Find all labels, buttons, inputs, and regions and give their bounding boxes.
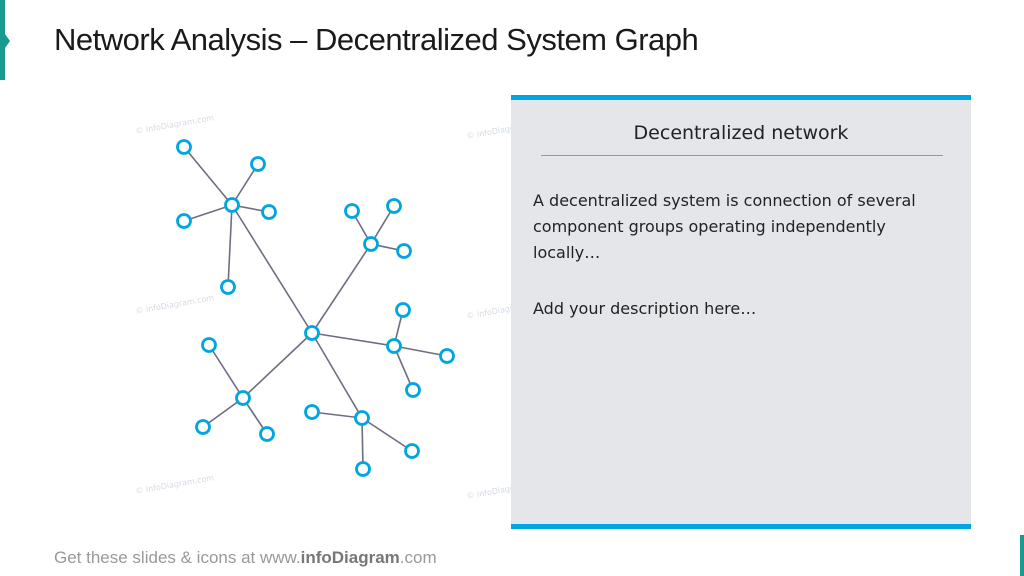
graph-edge [311,332,395,347]
graph-node [220,279,236,295]
graph-node [176,139,192,155]
graph-node [224,197,240,213]
graph-node [261,204,277,220]
panel-heading: Decentralized network [633,122,849,144]
graph-node [235,390,251,406]
title-accent-arrow [5,34,10,48]
graph-edge [242,332,313,399]
footer-suffix: .com [399,548,437,567]
panel-paragraph: Add your description here… [533,299,757,318]
graph-edge [183,146,233,206]
graph-edge [208,344,244,399]
network-graph [176,139,455,477]
page-title: Network Analysis – Decentralized System … [54,22,699,57]
graph-node [176,213,192,229]
graph-edge [393,345,448,357]
panel-paragraph: A decentralized system is connection of … [533,191,916,262]
graph-edge [361,417,413,452]
graph-node [201,337,217,353]
footer-prefix: Get these slides & icons at www. [54,548,301,567]
graph-node [386,338,402,354]
graph-edge [311,332,363,419]
graph-edge [183,204,233,222]
footer-credit[interactable]: Get these slides & icons at www.infoDiag… [54,548,437,568]
graph-node [395,302,411,318]
panel-body: A decentralized system is connection of … [533,188,953,352]
graph-node [250,156,266,172]
graph-node [405,382,421,398]
graph-node [404,443,420,459]
graph-edge [311,243,372,334]
footer-brand: infoDiagram [300,548,400,567]
panel-divider [541,155,943,156]
graph-node [259,426,275,442]
graph-edge [231,204,313,334]
graph-node [354,410,370,426]
graph-node [304,325,320,341]
graph-edge [311,411,363,419]
graph-node [363,236,379,252]
graph-edge [361,417,364,470]
graph-edge [231,163,259,206]
graph-edge [202,397,244,428]
graph-node [355,461,371,477]
graph-edge [227,204,233,288]
graph-node [344,203,360,219]
graph-node [396,243,412,259]
graph-node [304,404,320,420]
graph-edge [393,345,414,391]
graph-node [386,198,402,214]
graph-node [195,419,211,435]
graph-node [439,348,455,364]
corner-accent [1020,535,1024,576]
title-accent-bar [0,0,5,80]
description-panel: Decentralized network A decentralized sy… [511,95,971,529]
